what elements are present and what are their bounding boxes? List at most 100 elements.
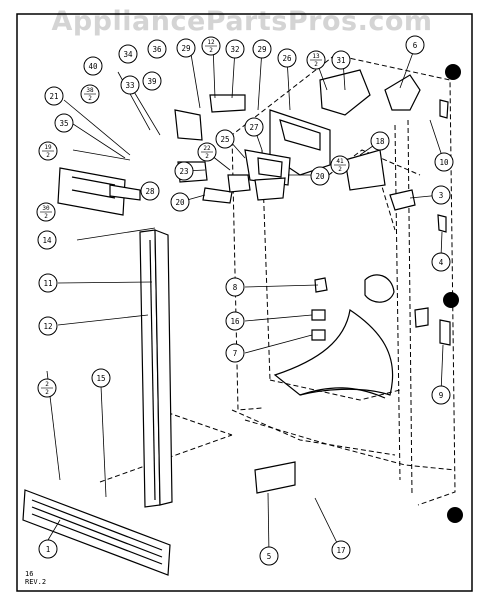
svg-text:REV.2: REV.2 (25, 578, 46, 586)
svg-text:35: 35 (59, 119, 68, 128)
svg-text:9: 9 (439, 391, 444, 400)
callout-10: 10 (434, 152, 454, 172)
control-panel (57, 167, 141, 216)
svg-text:32: 32 (230, 45, 239, 54)
svg-text:20: 20 (175, 198, 185, 207)
svg-text:26: 26 (282, 54, 292, 63)
callout-6: 6 (405, 35, 425, 55)
svg-text:19: 19 (44, 144, 52, 151)
svg-text:30: 30 (42, 205, 50, 212)
svg-text:25: 25 (220, 135, 229, 144)
callout-29b: 29 (252, 39, 272, 59)
fraction-callout-38: 382 (80, 84, 100, 104)
svg-text:29: 29 (181, 44, 190, 53)
svg-text:12: 12 (43, 322, 52, 331)
callout-11: 11 (38, 273, 58, 293)
callout-1: 1 (38, 539, 58, 559)
callout-35: 35 (54, 113, 74, 133)
svg-text:11: 11 (43, 279, 52, 288)
revision-label: 16 REV.2 (25, 570, 46, 586)
svg-text:18: 18 (375, 137, 385, 146)
svg-text:12: 12 (207, 39, 215, 46)
callout-18: 18 (370, 131, 390, 151)
svg-text:23: 23 (179, 167, 188, 176)
callout-26: 26 (277, 48, 297, 68)
svg-text:2: 2 (44, 213, 48, 220)
callout-7: 7 (225, 343, 245, 363)
svg-text:15: 15 (96, 374, 105, 383)
svg-text:8: 8 (233, 283, 238, 292)
callout-16: 16 (225, 311, 245, 331)
drain-tube (273, 308, 394, 399)
registration-hole-icon (447, 507, 463, 523)
callout-3: 3 (431, 185, 451, 205)
svg-text:7: 7 (233, 349, 238, 358)
callout-40: 40 (83, 56, 103, 76)
svg-text:41: 41 (336, 158, 344, 165)
svg-text:33: 33 (125, 81, 134, 90)
diagram-border (16, 13, 473, 592)
svg-text:2: 2 (338, 166, 342, 173)
callout-32: 32 (225, 39, 245, 59)
callout-9: 9 (431, 385, 451, 405)
callout-34: 34 (118, 44, 138, 64)
svg-text:34: 34 (123, 50, 133, 59)
callout-4: 4 (431, 252, 451, 272)
svg-text:28: 28 (145, 187, 155, 196)
fraction-callout-19: 192 (38, 141, 58, 161)
callout-12: 12 (38, 316, 58, 336)
svg-text:10: 10 (439, 158, 449, 167)
watermark: AppliancePartsPros.com (51, 6, 433, 37)
svg-text:16: 16 (230, 317, 240, 326)
toe-grille (22, 489, 171, 576)
svg-text:3: 3 (439, 191, 444, 200)
callout-31: 31 (331, 50, 351, 70)
mullion-trim (139, 229, 173, 508)
fraction-callout-30: 302 (36, 202, 56, 222)
svg-text:2: 2 (45, 381, 49, 388)
callout-27: 27 (244, 117, 264, 137)
svg-text:6: 6 (413, 41, 418, 50)
svg-text:2: 2 (209, 47, 213, 54)
fraction-callout-41: 412 (330, 155, 350, 175)
control-housing-assembly (174, 69, 451, 494)
callout-33: 33 (120, 75, 140, 95)
svg-text:22: 22 (203, 145, 211, 152)
svg-text:4: 4 (439, 258, 444, 267)
callout-28: 28 (140, 181, 160, 201)
svg-text:5: 5 (267, 552, 272, 561)
svg-text:20: 20 (315, 172, 325, 181)
svg-text:13: 13 (312, 53, 320, 60)
svg-text:2: 2 (205, 153, 209, 160)
svg-text:38: 38 (86, 87, 94, 94)
registration-hole-icon (443, 292, 459, 308)
svg-text:14: 14 (42, 236, 52, 245)
registration-hole-icon (445, 64, 461, 80)
svg-text:1: 1 (46, 545, 51, 554)
callout-36: 36 (147, 39, 167, 59)
callout-23: 23 (174, 161, 194, 181)
svg-text:16: 16 (25, 570, 33, 578)
callout-17: 17 (331, 540, 351, 560)
svg-text:2: 2 (314, 61, 318, 68)
callout-25: 25 (215, 129, 235, 149)
svg-text:17: 17 (336, 546, 345, 555)
callout-5: 5 (259, 546, 279, 566)
callout-20a: 20 (310, 166, 330, 186)
callout-21: 21 (44, 86, 64, 106)
callout-group: 1 3 4 5 6 7 8 9 10 11 12 14 15 16 17 18 … (37, 35, 454, 566)
svg-text:21: 21 (49, 92, 58, 101)
fraction-callout-22: 222 (197, 142, 217, 162)
svg-text:27: 27 (249, 123, 258, 132)
svg-text:36: 36 (152, 45, 162, 54)
svg-text:29: 29 (257, 45, 266, 54)
fraction-callout-group: 132 192 122 222 302 382 412 22 (36, 36, 350, 398)
svg-text:2: 2 (45, 389, 49, 396)
callout-8: 8 (225, 277, 245, 297)
fraction-callout-12: 122 (201, 36, 221, 56)
svg-text:2: 2 (46, 152, 50, 159)
svg-text:2: 2 (88, 95, 92, 102)
callout-39: 39 (142, 71, 162, 91)
callout-29a: 29 (176, 38, 196, 58)
